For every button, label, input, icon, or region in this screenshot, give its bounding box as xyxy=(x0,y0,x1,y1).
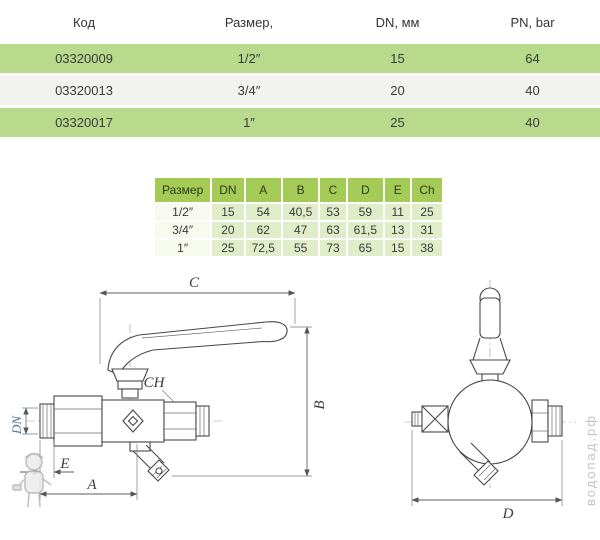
cell-dn: 20 xyxy=(330,76,465,105)
dimensions-row: 3/4″ 20 62 47 63 61,5 13 31 xyxy=(155,222,442,238)
dimensions-row: 1/2″ 15 54 40,5 53 59 11 25 xyxy=(155,204,442,220)
cell-size: 1/2″ xyxy=(168,44,330,73)
dim-cell: 25 xyxy=(212,240,244,256)
dim-label-dn: DN xyxy=(12,415,24,435)
dim-cell: 72,5 xyxy=(245,240,281,256)
dim-cell: 1/2″ xyxy=(155,204,211,220)
dim-cell: 55 xyxy=(282,240,319,256)
col-header-pn: PN, bar xyxy=(510,14,555,30)
dim-header-d: D xyxy=(347,178,384,202)
dim-cell: 13 xyxy=(385,222,411,238)
cell-code: 03320017 xyxy=(0,108,168,137)
dim-cell: 61,5 xyxy=(347,222,384,238)
dim-header-b: B xyxy=(282,178,319,202)
dim-cell: 63 xyxy=(320,222,346,238)
dim-cell: 1″ xyxy=(155,240,211,256)
dim-header-size: Размер xyxy=(155,178,211,202)
dim-cell: 3/4″ xyxy=(155,222,211,238)
dim-label-e: E xyxy=(59,456,69,472)
cell-dn: 25 xyxy=(330,108,465,137)
dimensions-row: 1″ 25 72,5 55 73 65 15 38 xyxy=(155,240,442,256)
dim-header-ch: Ch xyxy=(412,178,442,202)
dim-cell: 47 xyxy=(282,222,319,238)
valve-front-view-drawing: D xyxy=(404,280,576,522)
dim-cell: 38 xyxy=(412,240,442,256)
dim-cell: 40,5 xyxy=(282,204,319,220)
dim-cell: 73 xyxy=(320,240,346,256)
col-header-size: Размер, xyxy=(224,14,274,30)
technical-drawings: C B CH DN E A xyxy=(12,272,588,532)
dim-label-c: C xyxy=(189,275,200,291)
dim-cell: 62 xyxy=(245,222,281,238)
product-table-header-row: Код Размер, DN, мм PN, bar xyxy=(0,3,600,41)
dim-cell: 25 xyxy=(412,204,442,220)
dimensions-header-row: Размер DN A B C D E Ch xyxy=(155,178,442,202)
product-row: 03320013 3/4″ 20 40 xyxy=(0,76,600,105)
dim-cell: 11 xyxy=(385,204,411,220)
col-header-dn: DN, мм xyxy=(375,14,420,30)
col-header-code: Код xyxy=(72,14,96,30)
valve-side-view-drawing: C B CH DN E A xyxy=(12,275,328,500)
cell-size: 3/4″ xyxy=(168,76,330,105)
dim-cell: 15 xyxy=(212,204,244,220)
cell-pn: 64 xyxy=(465,44,600,73)
dimensions-table: Размер DN A B C D E Ch 1/2″ 15 54 40,5 5… xyxy=(153,176,444,258)
dim-cell: 53 xyxy=(320,204,346,220)
site-watermark: водопад.рф xyxy=(583,414,598,507)
dim-cell: 65 xyxy=(347,240,384,256)
cell-pn: 40 xyxy=(465,108,600,137)
dim-header-dn: DN xyxy=(212,178,244,202)
plumber-mascot-icon xyxy=(12,448,56,515)
cell-size: 1″ xyxy=(168,108,330,137)
dim-cell: 54 xyxy=(245,204,281,220)
product-table: Код Размер, DN, мм PN, bar 03320009 1/2″… xyxy=(0,0,600,140)
dim-label-b: B xyxy=(312,400,328,409)
cell-dn: 15 xyxy=(330,44,465,73)
product-row: 03320017 1″ 25 40 xyxy=(0,108,600,137)
dim-label-ch: CH xyxy=(144,375,166,391)
dim-cell: 20 xyxy=(212,222,244,238)
dim-label-d: D xyxy=(502,506,514,522)
product-row: 03320009 1/2″ 15 64 xyxy=(0,44,600,73)
dim-cell: 59 xyxy=(347,204,384,220)
dim-header-a: A xyxy=(245,178,281,202)
cell-code: 03320009 xyxy=(0,44,168,73)
cell-code: 03320013 xyxy=(0,76,168,105)
dim-header-c: C xyxy=(320,178,346,202)
dim-label-a: A xyxy=(86,477,97,493)
cell-pn: 40 xyxy=(465,76,600,105)
dim-header-e: E xyxy=(385,178,411,202)
dim-cell: 31 xyxy=(412,222,442,238)
dim-cell: 15 xyxy=(385,240,411,256)
